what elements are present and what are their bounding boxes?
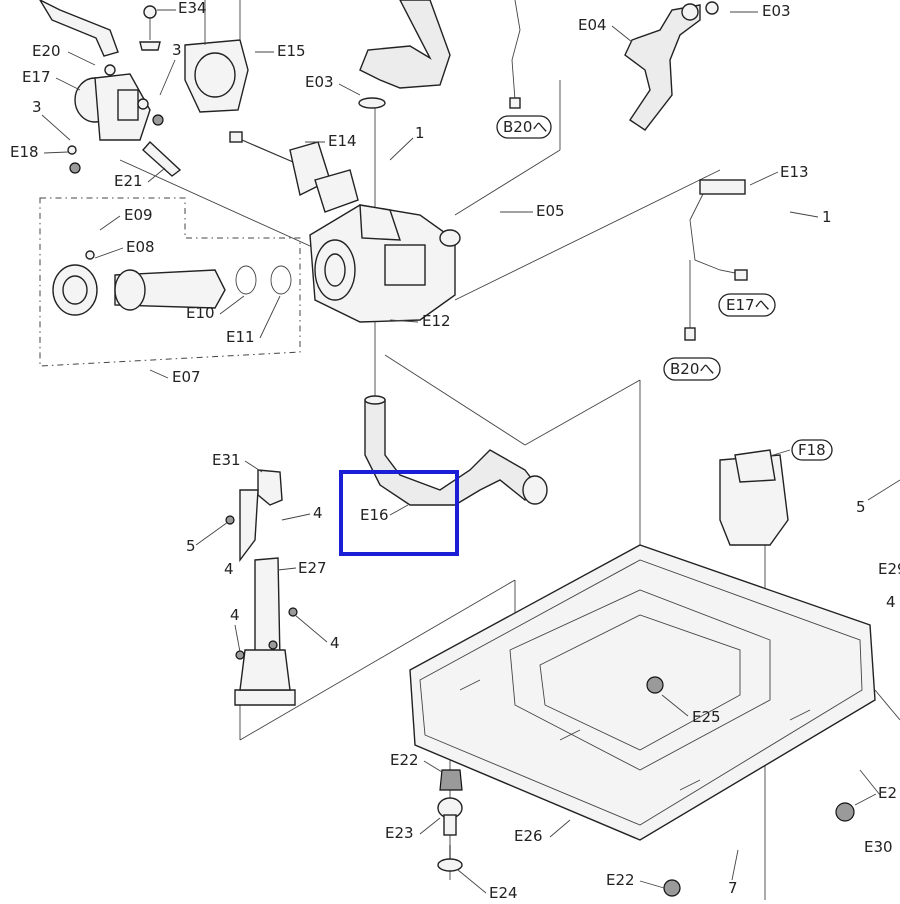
label-e14: E14 [328, 132, 357, 150]
ref-e17: E17へ [718, 293, 776, 317]
label-7: 7 [728, 879, 738, 897]
svg-text:B20へ: B20へ [503, 118, 547, 136]
label-e12: E12 [422, 312, 451, 330]
label-e08: E08 [126, 238, 155, 256]
e16-hose-part [364, 395, 548, 506]
label-e18: E18 [10, 143, 39, 161]
label-e05: E05 [536, 202, 565, 220]
label-e07: E07 [172, 368, 201, 386]
label-e26: E26 [514, 827, 543, 845]
svg-text:E17へ: E17へ [726, 296, 770, 314]
label-e03-right: E03 [762, 2, 791, 20]
callout-labels: E34 E20 E17 3 E18 3 E21 E15 E03 E04 E03 … [10, 0, 900, 902]
svg-text:F18: F18 [798, 441, 826, 459]
label-e13: E13 [780, 163, 809, 181]
label-e03-left: E03 [305, 73, 334, 91]
base-frame-part [409, 449, 876, 841]
bracket-part [225, 469, 298, 706]
adjustable-foot-part [437, 769, 681, 897]
label-e04: E04 [578, 16, 607, 34]
label-e10: E10 [186, 304, 215, 322]
label-e23: E23 [385, 824, 414, 842]
label-e27: E27 [298, 559, 327, 577]
filter-group-part [52, 250, 292, 316]
label-1b: 1 [822, 208, 832, 226]
ref-b20-bottom: B20へ [663, 357, 721, 381]
ref-b20-top: B20へ [496, 115, 552, 139]
valve-assembly-part [39, 0, 182, 177]
label-5b: 5 [856, 498, 866, 516]
pump-part [184, 0, 249, 143]
svg-text:B20へ: B20へ [670, 360, 714, 378]
label-e22-top: E22 [390, 751, 419, 769]
upper-hose-part [358, 0, 451, 109]
label-4d: 4 [330, 634, 340, 652]
label-5a: 5 [186, 537, 196, 555]
label-e20: E20 [32, 42, 61, 60]
label-3b: 3 [172, 41, 182, 59]
label-e16: E16 [360, 506, 389, 524]
label-4c: 4 [230, 606, 240, 624]
label-e31: E31 [212, 451, 241, 469]
label-4b: 4 [224, 560, 234, 578]
wire-harness-part [509, 0, 748, 341]
label-e2-partial: E2 [878, 784, 897, 802]
ref-f18: F18 [791, 439, 833, 461]
e07-group-outline [39, 197, 301, 367]
drain-hose-part [624, 1, 719, 131]
label-e21: E21 [114, 172, 143, 190]
label-3a: 3 [32, 98, 42, 116]
motor-part [241, 139, 359, 213]
label-e30: E30 [864, 838, 893, 856]
label-1a: 1 [415, 124, 425, 142]
label-e11: E11 [226, 328, 255, 346]
label-e24: E24 [489, 884, 518, 900]
label-e09: E09 [124, 206, 153, 224]
label-e29: E29 [878, 560, 900, 578]
label-e15: E15 [277, 42, 306, 60]
label-4a: 4 [313, 504, 323, 522]
label-4e: 4 [886, 593, 896, 611]
label-e34: E34 [178, 0, 207, 17]
e16-highlight: E16 [339, 470, 459, 556]
main-valve-body-part [309, 204, 461, 323]
label-e22-bottom: E22 [606, 871, 635, 889]
label-e25: E25 [692, 708, 721, 726]
label-e17: E17 [22, 68, 51, 86]
